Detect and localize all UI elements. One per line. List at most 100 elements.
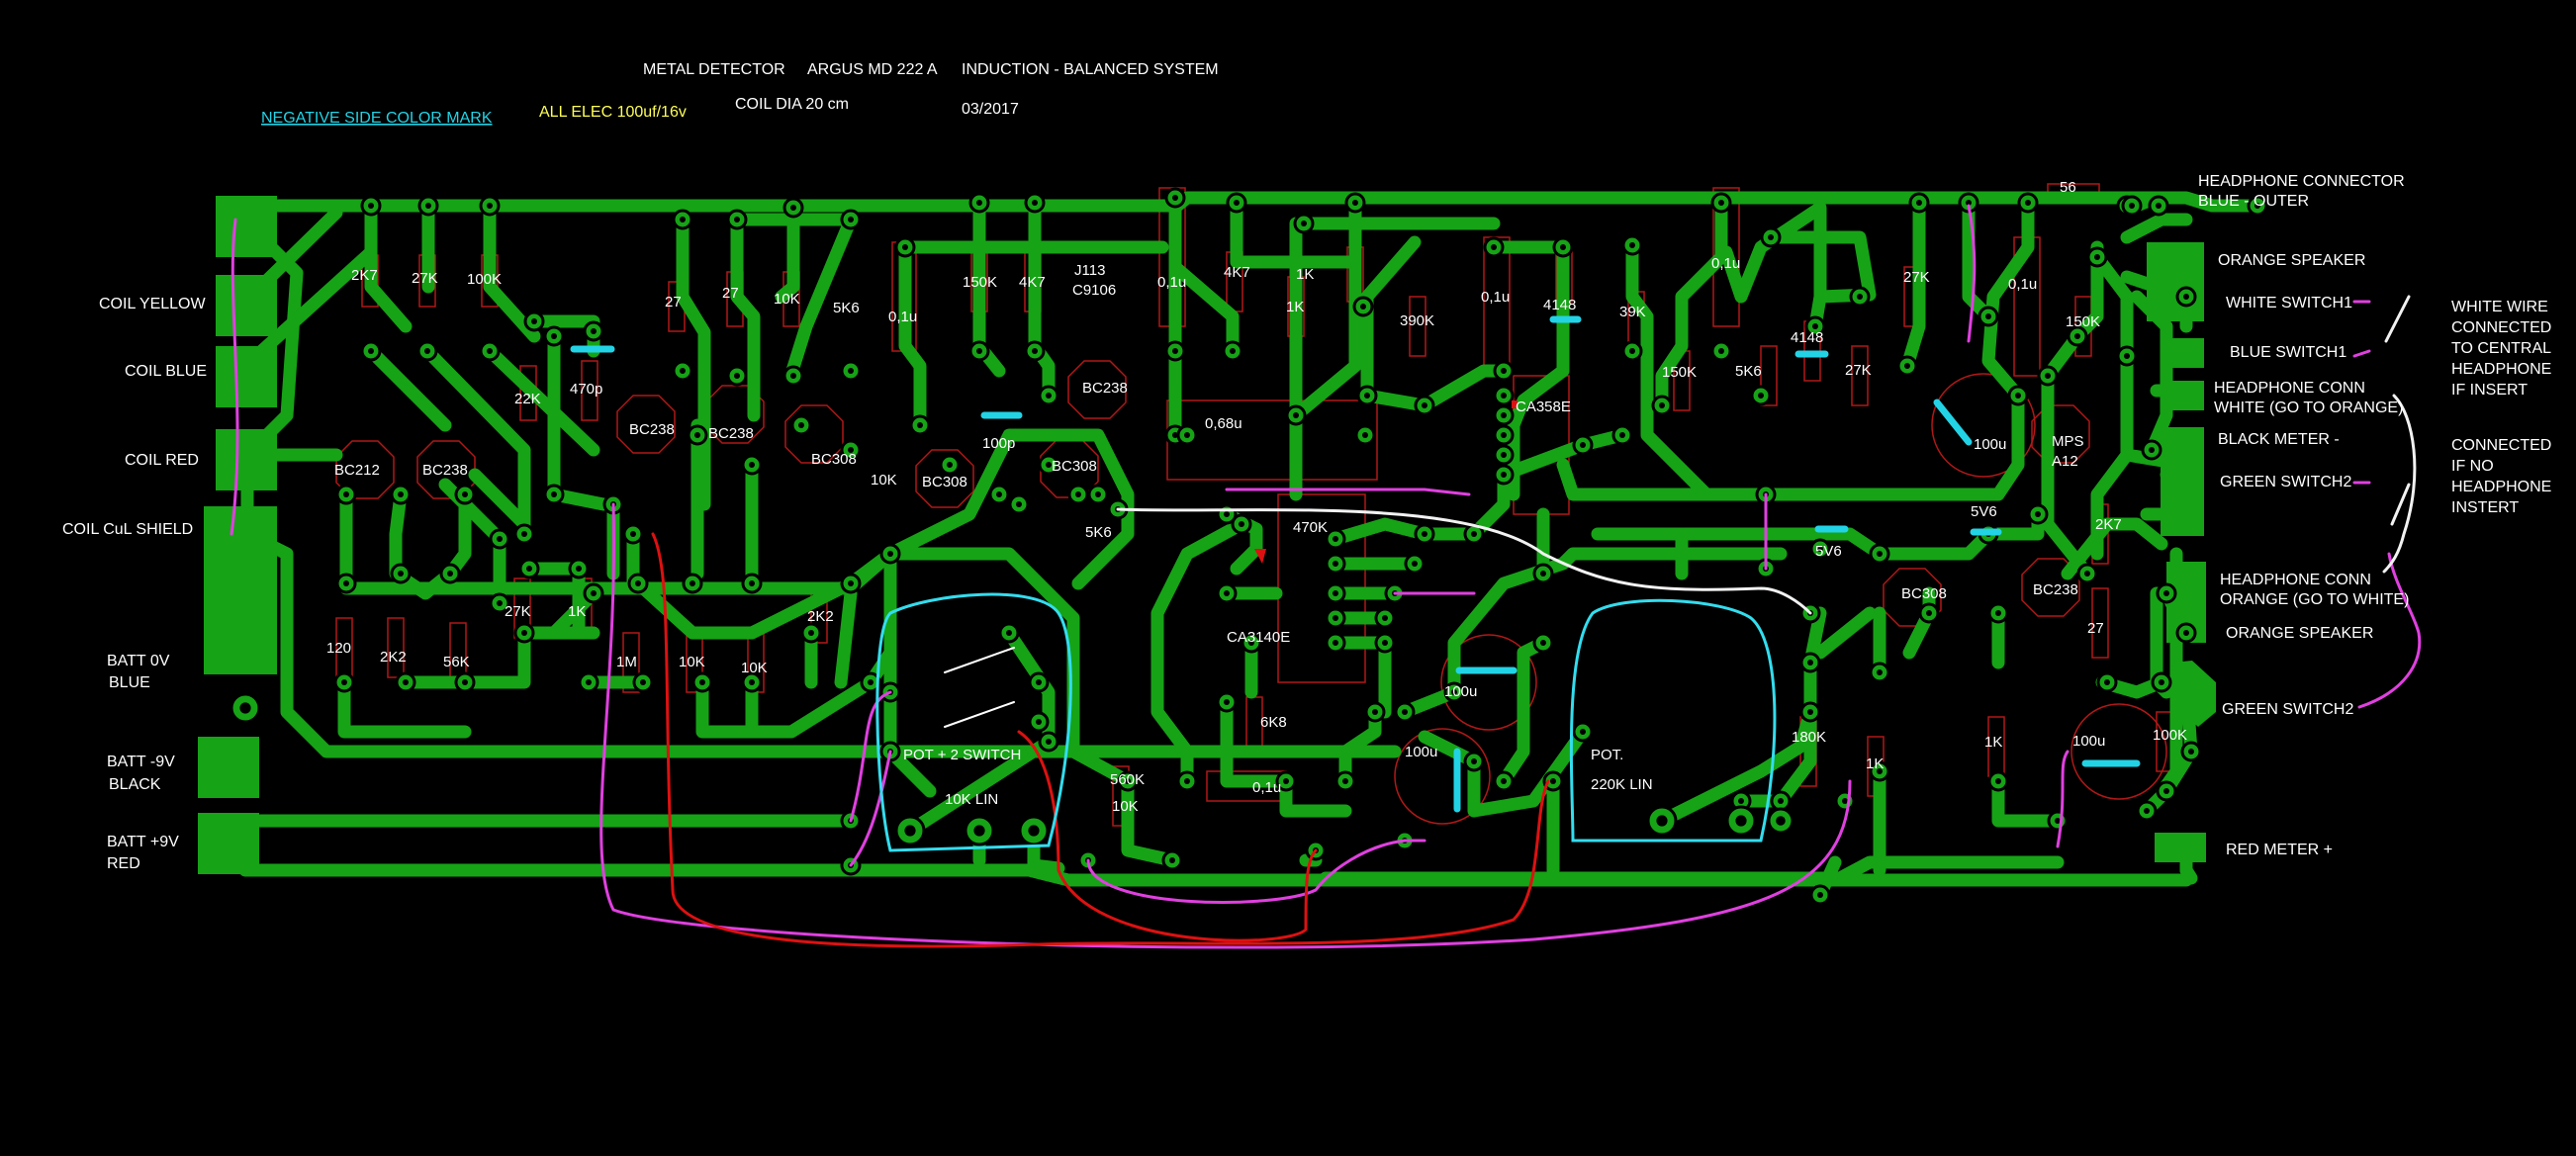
pad-hole: [497, 600, 503, 606]
pad-hole: [1659, 402, 1665, 408]
pad-hole: [694, 432, 700, 438]
pad-hole: [749, 580, 755, 586]
lbl-01u-b: 0,1u: [1157, 274, 1186, 291]
pad-coil-blue[interactable]: [216, 346, 277, 407]
pad-hole: [1471, 758, 1477, 764]
lbl-bc238-c: BC238: [1082, 380, 1128, 397]
pad-hole: [790, 373, 796, 379]
pad-hole: [1995, 778, 2001, 784]
pad-orange-speaker-1[interactable]: [2147, 242, 2204, 321]
pad-hole: [640, 679, 646, 685]
pad-hole: [2124, 353, 2130, 359]
lbl-5v6-a: 5V6: [1815, 543, 1842, 560]
pad-hole: [1778, 798, 1784, 804]
outline-bc212: [335, 440, 395, 499]
pad-coil-top[interactable]: [216, 196, 277, 257]
pad-hole: [1172, 348, 1178, 354]
pad-hole: [2055, 818, 2061, 824]
pad-hole: [2163, 788, 2169, 794]
note1-line2: CONNECTED: [2451, 319, 2551, 336]
pad-hole: [887, 551, 893, 557]
pad-hole: [1342, 778, 1348, 784]
pad-red-meter[interactable]: [2155, 833, 2206, 862]
pad-hole: [917, 422, 923, 428]
pad-hole: [1926, 610, 1932, 616]
outline-1m: [622, 632, 640, 693]
pad-hole: [398, 491, 404, 497]
pad-hole: [462, 491, 468, 497]
pad-hole: [973, 825, 985, 837]
label-coil-yellow: COIL YELLOW: [99, 296, 206, 312]
outline-bc308-b: [915, 449, 974, 508]
lbl-01u-e: 0,1u: [2008, 276, 2037, 293]
lbl-56: 56: [2060, 179, 2076, 196]
switch-lines: [944, 647, 1015, 728]
pad-batt-pos[interactable]: [198, 813, 259, 874]
outline-cap-100u-a: [1931, 373, 2036, 478]
pad-hole: [749, 462, 755, 468]
pad-green-switch2[interactable]: [2170, 661, 2216, 727]
track-center-g: [1329, 428, 1629, 546]
pad-hole: [462, 679, 468, 685]
pad-blue-switch1[interactable]: [2161, 338, 2204, 368]
track-center-d: [1150, 517, 1248, 788]
pad-coil-yellow[interactable]: [216, 275, 277, 336]
lbl-2k2-a: 2K2: [807, 608, 834, 625]
outline-bc238-a: [616, 395, 676, 454]
pad-hole: [368, 348, 374, 354]
lbl-10k-d: 10K: [741, 660, 768, 676]
lbl-bc308-c: BC308: [1052, 458, 1097, 475]
pad-hole: [1580, 442, 1586, 448]
pad-hole: [848, 447, 854, 453]
pad-hole: [551, 491, 557, 497]
label-coil-shield: COIL CuL SHIELD: [62, 521, 193, 538]
pad-hole: [424, 348, 430, 354]
pad-hp-white[interactable]: [2161, 381, 2204, 410]
note2-line3: HEADPHONE: [2451, 479, 2551, 495]
pad-hole: [1333, 536, 1338, 542]
track-pot1-a: [903, 626, 1056, 838]
pad-coil-red[interactable]: [216, 429, 277, 490]
pad-hole: [586, 679, 592, 685]
pad-hole: [576, 566, 582, 572]
lbl-390k: 390K: [1400, 312, 1434, 329]
lbl-pot-220k: 220K LIN: [1591, 776, 1653, 793]
track-center-a: [883, 428, 1135, 590]
pad-coil-shield[interactable]: [204, 506, 277, 674]
lbl-10k: 10K: [774, 291, 800, 308]
pad-hole: [1904, 363, 1910, 369]
pad-hole: [591, 590, 597, 596]
pad-batt-neg[interactable]: [198, 737, 259, 798]
pad-hole: [1842, 798, 1848, 804]
pad-hole: [749, 679, 755, 685]
lbl-1k-a: 1K: [1296, 266, 1314, 283]
pad-hole: [591, 328, 597, 334]
label-hp-orange-a: HEADPHONE CONN: [2220, 572, 2371, 588]
lbl-27k-c: 27K: [1845, 362, 1872, 379]
pad-hole: [1364, 393, 1370, 399]
pad-hole: [1758, 393, 1764, 399]
lbl-01u-a: 0,1u: [888, 309, 917, 325]
lbl-2k7-b: 2K7: [2095, 516, 2122, 533]
lbl-10k-b: 10K: [871, 472, 897, 489]
lbl-27k: 27K: [412, 270, 438, 287]
lbl-2k2-b: 2K2: [380, 649, 407, 666]
pad-hole: [2163, 590, 2169, 596]
pad-hole: [1382, 640, 1388, 646]
label-hp-white-b: WHITE (GO TO ORANGE): [2214, 400, 2403, 416]
pad-hole: [1857, 294, 1863, 300]
pot1-outline: [875, 592, 1072, 852]
outline-27k-c: [1851, 345, 1869, 406]
pad-black-meter[interactable]: [2161, 427, 2204, 536]
pad-hole: [1916, 200, 1922, 206]
pad-hole: [1560, 244, 1566, 250]
pad-hole: [902, 244, 908, 250]
wire-magenta-b: [1086, 839, 1426, 904]
pad-hole: [1036, 679, 1042, 685]
pad-hole: [1046, 393, 1052, 399]
pad-hole: [2094, 254, 2100, 260]
pad-hole: [1501, 393, 1507, 399]
pad-hole: [1046, 739, 1052, 745]
track-pot2-a: [1655, 705, 1817, 828]
lbl-100u-d: 100u: [2072, 733, 2105, 750]
